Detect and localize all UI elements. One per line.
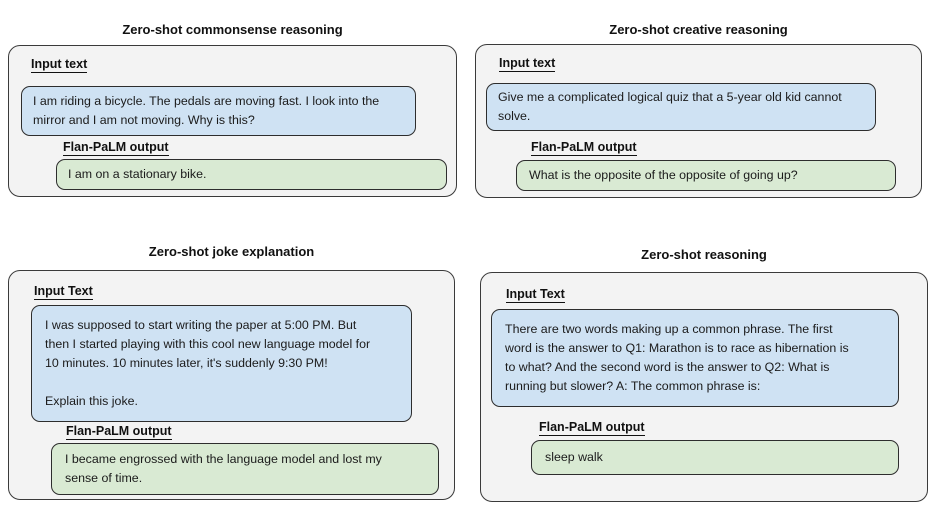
output-text-box: I am on a stationary bike. xyxy=(56,159,447,190)
panel-card: Input text I am riding a bicycle. The pe… xyxy=(8,45,457,197)
input-label: Input Text xyxy=(506,287,565,303)
panel-zero-shot-commonsense-reasoning: Zero-shot commonsense reasoning Input te… xyxy=(8,22,457,197)
output-label: Flan-PaLM output xyxy=(539,420,645,436)
panel-card: Input Text There are two words making up… xyxy=(480,272,928,502)
input-label: Input Text xyxy=(34,284,93,300)
output-label: Flan-PaLM output xyxy=(66,424,172,440)
output-label: Flan-PaLM output xyxy=(531,140,637,156)
input-label: Input text xyxy=(31,57,88,73)
panel-card: Input Text I was supposed to start writi… xyxy=(8,270,455,500)
input-text-box: Give me a complicated logical quiz that … xyxy=(486,83,876,131)
panel-title: Zero-shot reasoning xyxy=(641,247,767,262)
panel-title: Zero-shot commonsense reasoning xyxy=(122,22,343,37)
panel-zero-shot-creative-reasoning: Zero-shot creative reasoning Input text … xyxy=(475,22,922,198)
output-text-box: sleep walk xyxy=(531,440,899,475)
input-text-box: There are two words making up a common p… xyxy=(491,309,899,407)
input-text-box: I am riding a bicycle. The pedals are mo… xyxy=(21,86,416,136)
output-label: Flan-PaLM output xyxy=(63,140,169,156)
panel-card: Input text Give me a complicated logical… xyxy=(475,44,922,198)
output-text-box: What is the opposite of the opposite of … xyxy=(516,160,896,191)
panel-title: Zero-shot joke explanation xyxy=(148,244,315,259)
input-text-box: I was supposed to start writing the pape… xyxy=(31,305,412,422)
panel-zero-shot-reasoning: Zero-shot reasoning Input Text There are… xyxy=(480,247,928,502)
input-label: Input text xyxy=(499,56,556,72)
panel-zero-shot-joke-explanation: Zero-shot joke explanation Input Text I … xyxy=(8,244,455,500)
output-text-box: I became engrossed with the language mod… xyxy=(51,443,439,495)
panel-title: Zero-shot creative reasoning xyxy=(609,22,788,37)
